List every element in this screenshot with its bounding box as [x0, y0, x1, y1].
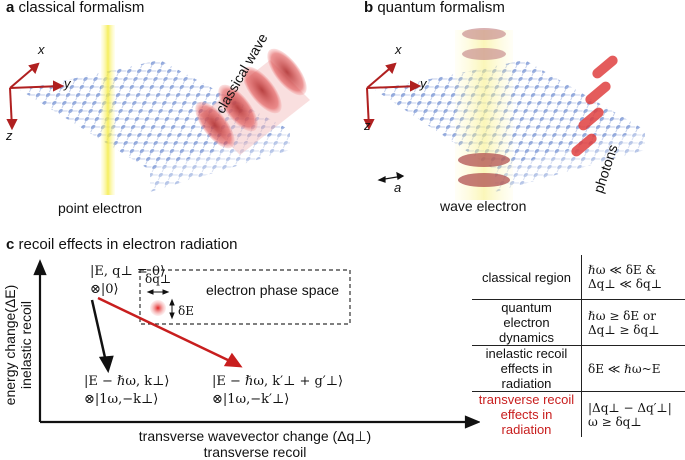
axis-a-x: x [38, 42, 45, 57]
region-cell: classical region [472, 255, 582, 300]
panel-b-illustration [363, 28, 645, 200]
dq-arrow [146, 289, 170, 295]
transition-arrow-transverse [97, 296, 243, 368]
final-state-transverse: |E − ℏω, k′⊥ + g′⊥⟩ ⊗|1ω,−k′⊥⟩ [212, 373, 343, 409]
electron-dot [150, 300, 166, 316]
initial-state-line2: ⊗|0⟩ [90, 282, 119, 297]
axis-a-z: z [6, 128, 13, 143]
phase-space-de: δE [178, 304, 194, 318]
phase-space-label: electron phase space [206, 282, 340, 298]
region-cell-highlight: transverse recoil effects in radiation [472, 391, 582, 437]
transition-arrow-inelastic [90, 299, 114, 374]
table-row: quantum electron dynamics ℏω ≥ δE or Δq⊥… [472, 299, 685, 346]
region-cell: inelastic recoil effects in radiation [472, 345, 582, 392]
axis-a-y: y [64, 76, 71, 91]
table-row: classical region ℏω ≪ δE & Δq⊥ ≪ δq⊥ [472, 255, 685, 300]
wave-electron-disks [458, 28, 510, 187]
initial-state: |E, q⊥ = 0⟩ ⊗|0⟩ [90, 263, 165, 299]
y-axis-label-group: energy change(ΔE) inelastic recoil [2, 260, 34, 430]
regime-table: classical region ℏω ≪ δE & Δq⊥ ≪ δq⊥ qua… [472, 255, 685, 437]
point-electron-label: point electron [58, 200, 143, 216]
condition-cell: ℏω ≥ δE or Δq⊥ ≥ δq⊥ [587, 308, 660, 337]
lattice-constant-arrow [377, 171, 405, 183]
photons-icons [571, 55, 618, 157]
y-axis-label: energy change(ΔE) [2, 284, 18, 406]
electron-beam [101, 25, 115, 195]
axis-b-z: z [364, 118, 371, 133]
x-axis-label: transverse wavevector change (Δq⊥) [138, 428, 372, 444]
phase-space-box [139, 269, 351, 325]
table-row: transverse recoil effects in radiation |… [472, 391, 685, 437]
panel-c-title-text: recoil effects in electron radiation [18, 236, 238, 253]
panel-b-title-text: quantum formalism [377, 0, 505, 16]
condition-cell: |Δq⊥ − Δq′⊥|ω ≥ δq⊥ [587, 400, 672, 429]
initial-state-line1: |E, q⊥ = 0⟩ [90, 264, 166, 279]
final-state-a-line1: |E − ℏω, k⊥⟩ [84, 374, 170, 389]
crystal-lattice-side [150, 130, 290, 192]
phase-space-dq: δq⊥ [145, 272, 172, 286]
de-arrow [169, 298, 175, 320]
final-state-inelastic: |E − ℏω, k⊥⟩ ⊗|1ω,−k⊥⟩ [84, 373, 169, 409]
panel-b-title: b quantum formalism [364, 0, 505, 16]
final-state-a-line2: ⊗|1ω,−k⊥⟩ [84, 392, 159, 407]
panel-b-letter: b [364, 0, 374, 16]
panel-a-title: a classical formalism [6, 0, 144, 16]
axes-b [363, 62, 422, 131]
panel-c-title: c recoil effects in electron radiation [6, 236, 238, 253]
x-axis-label-group: transverse wavevector change (Δq⊥) trans… [60, 428, 450, 460]
panel-a-illustration [6, 25, 310, 195]
axes-a [6, 62, 65, 131]
table-row: inelastic recoil effects in radiation δE… [472, 345, 685, 392]
region-cell: quantum electron dynamics [472, 299, 582, 346]
y-axis-sublabel: inelastic recoil [18, 301, 34, 389]
recoil-diagram [33, 259, 480, 429]
panel-c-letter: c [6, 236, 15, 253]
condition-cell: ℏω ≪ δE & Δq⊥ ≪ δq⊥ [587, 263, 662, 291]
final-state-b-line2: ⊗|1ω,−k′⊥⟩ [212, 392, 290, 407]
panel-a-title-text: classical formalism [18, 0, 145, 16]
axis-b-y: y [420, 76, 427, 91]
final-state-b-line1: |E − ℏω, k′⊥ + g′⊥⟩ [212, 374, 344, 389]
condition-cell: δE ≪ ℏω~E [587, 361, 661, 376]
diagram-axes [33, 259, 480, 429]
x-axis-sublabel: transverse recoil [203, 444, 307, 460]
axis-b-x: x [395, 42, 402, 57]
wave-electron-label: wave electron [440, 198, 527, 214]
classical-wave-tube [195, 48, 310, 155]
panel-a-letter: a [6, 0, 15, 16]
lattice-constant-label: a [394, 180, 402, 195]
